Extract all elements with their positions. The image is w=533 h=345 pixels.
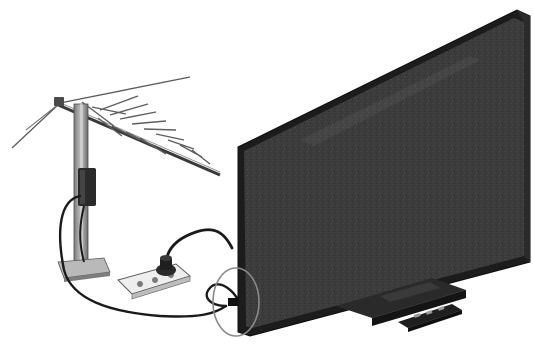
tv-icon [238, 10, 530, 336]
tv-antenna-icon [12, 77, 220, 175]
power-strip-icon [118, 264, 190, 299]
